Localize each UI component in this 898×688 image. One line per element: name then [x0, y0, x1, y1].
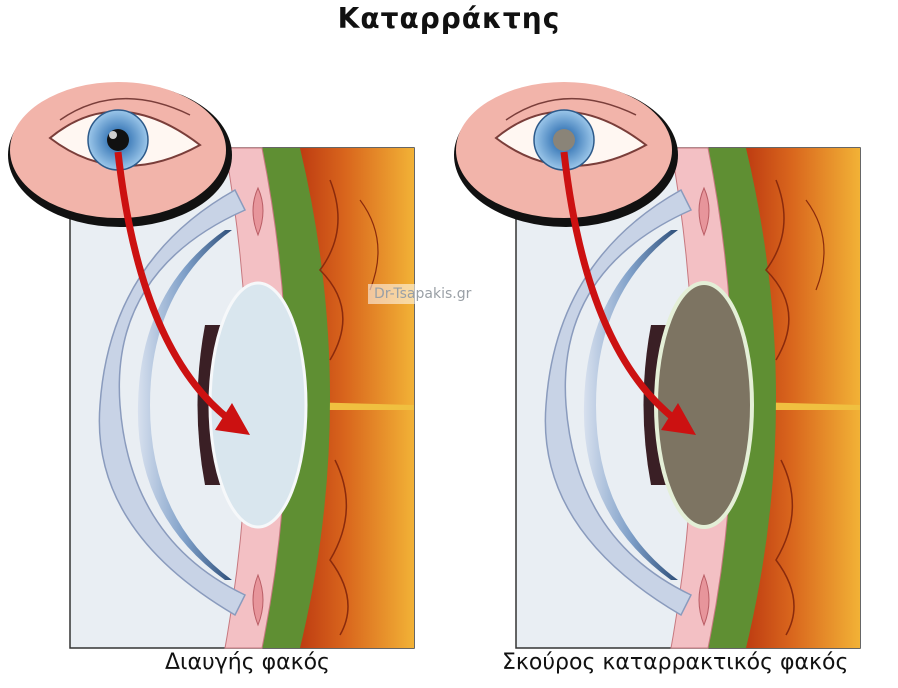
diagram-title: Καταρράκτης — [0, 2, 898, 35]
cataract-lens-caption: Σκούρος καταρρακτικός φακός — [502, 650, 848, 675]
eye-cross-section-cataract — [446, 60, 886, 660]
eye-cross-section-clear — [0, 60, 440, 660]
cataract-lens-panel — [446, 60, 886, 660]
lens — [210, 283, 306, 527]
cloudy-pupil — [553, 129, 575, 151]
clear-lens-panel — [0, 60, 440, 660]
cloudy-lens — [656, 283, 752, 527]
watermark: Dr-Tsapakis.gr — [368, 284, 477, 304]
clear-lens-caption: Διαυγής φακός — [165, 650, 330, 675]
